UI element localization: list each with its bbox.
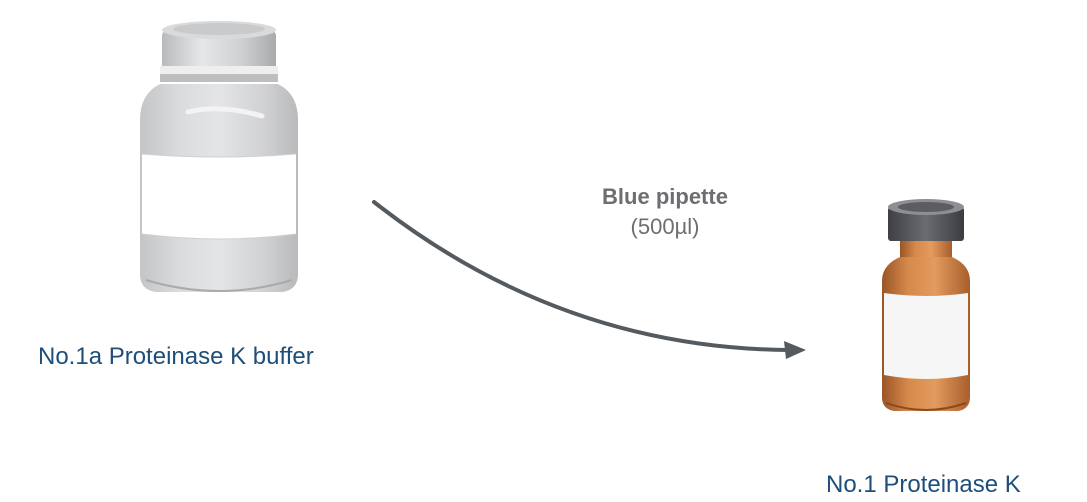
curved-arrow-icon (360, 190, 820, 370)
vial-icon (870, 195, 980, 425)
source-label: No.1a Proteinase K buffer (38, 343, 314, 370)
pipette-volume: (500µl) (630, 214, 700, 239)
pipette-label: Blue pipette (602, 184, 728, 209)
target-label: No.1 Proteinase K (826, 471, 1021, 498)
bottle-icon (130, 12, 310, 302)
